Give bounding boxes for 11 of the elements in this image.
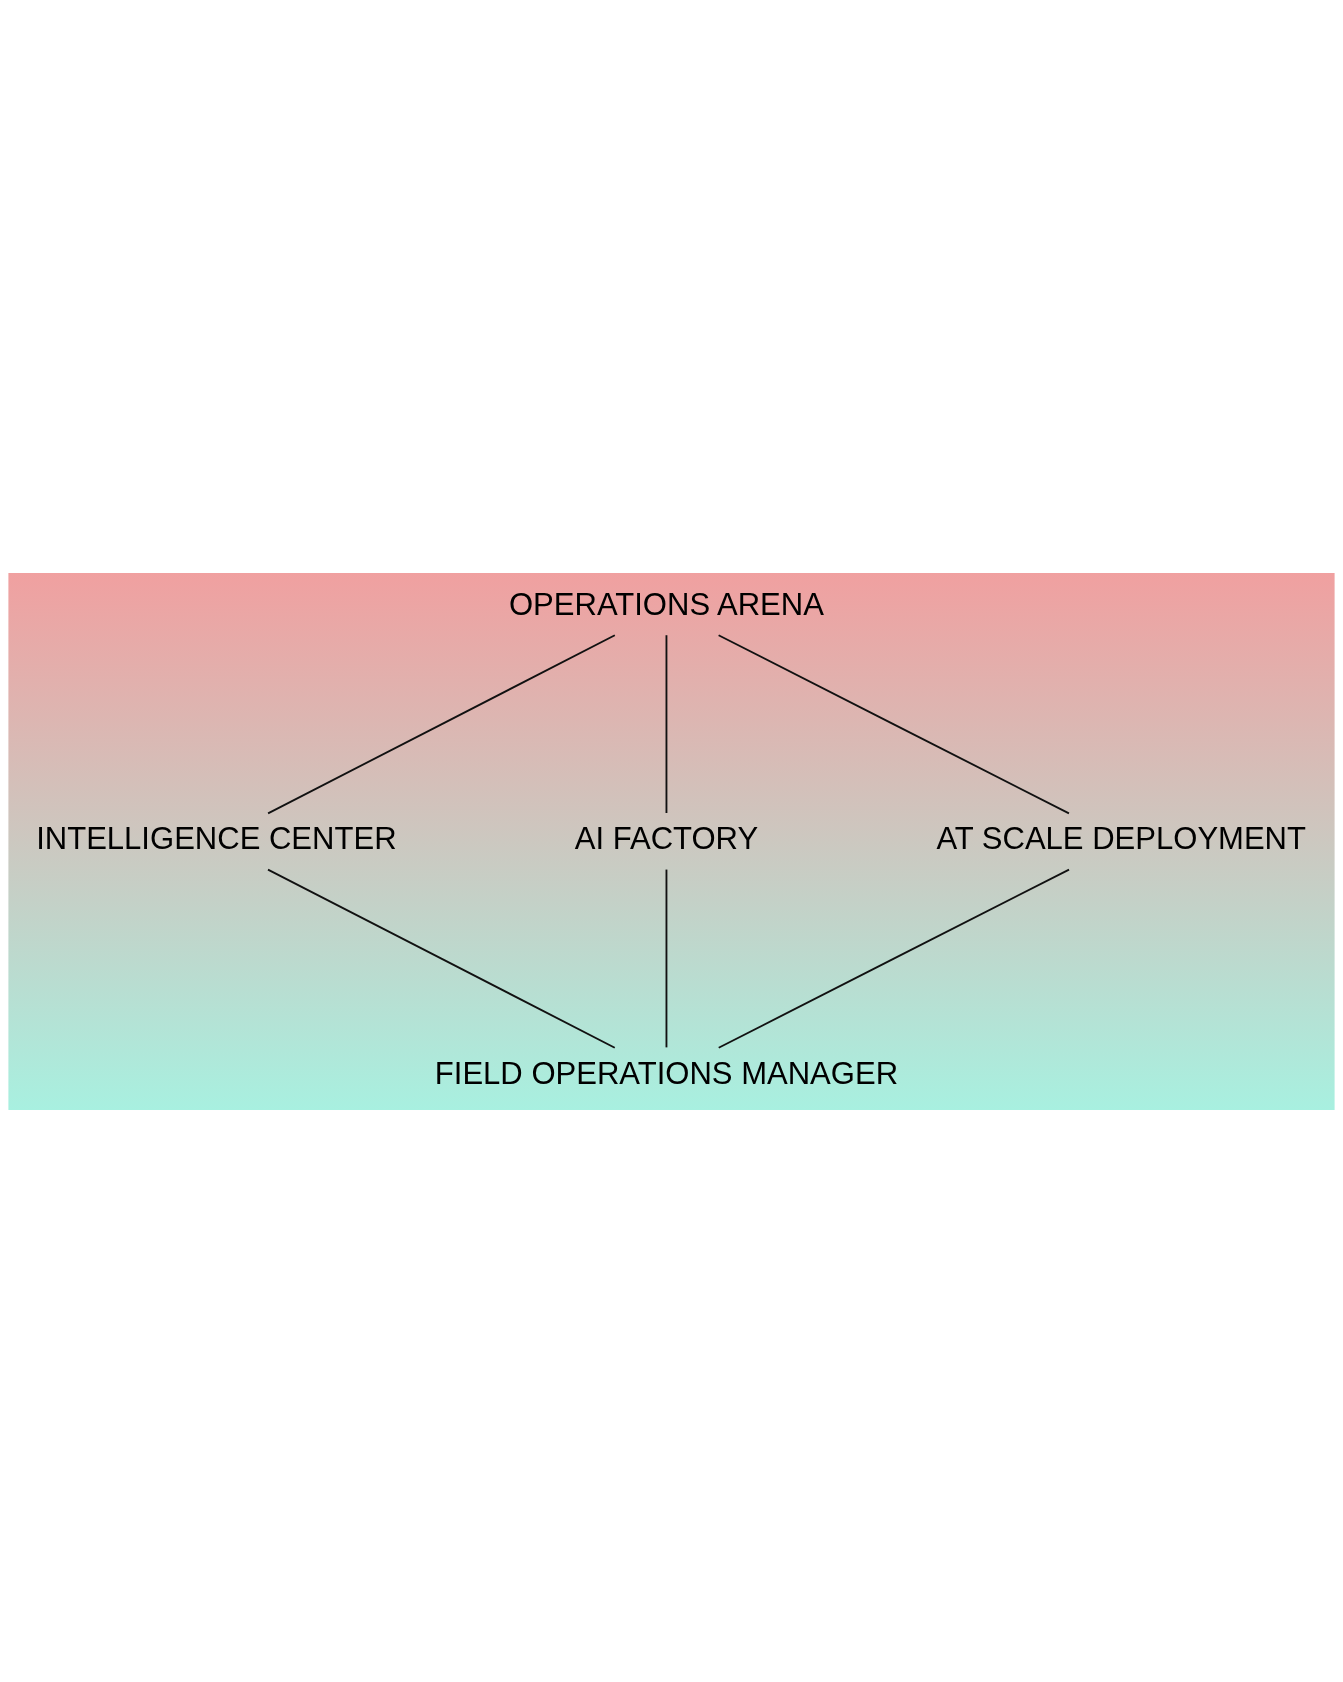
node-text: OPERATIONS ARENA — [508, 586, 824, 622]
connector — [267, 868, 616, 1049]
connector — [665, 633, 668, 814]
node-text: AI FACTORY — [574, 820, 759, 856]
node-text: FIELD OPERATIONS MANAGER — [434, 1055, 899, 1091]
connector — [717, 868, 1070, 1049]
connector — [665, 868, 668, 1048]
connector — [717, 633, 1070, 814]
connector — [267, 633, 616, 814]
node-text: AT SCALE DEPLOYMENT — [936, 820, 1306, 856]
node-text: INTELLIGENCE CENTER — [36, 820, 397, 856]
